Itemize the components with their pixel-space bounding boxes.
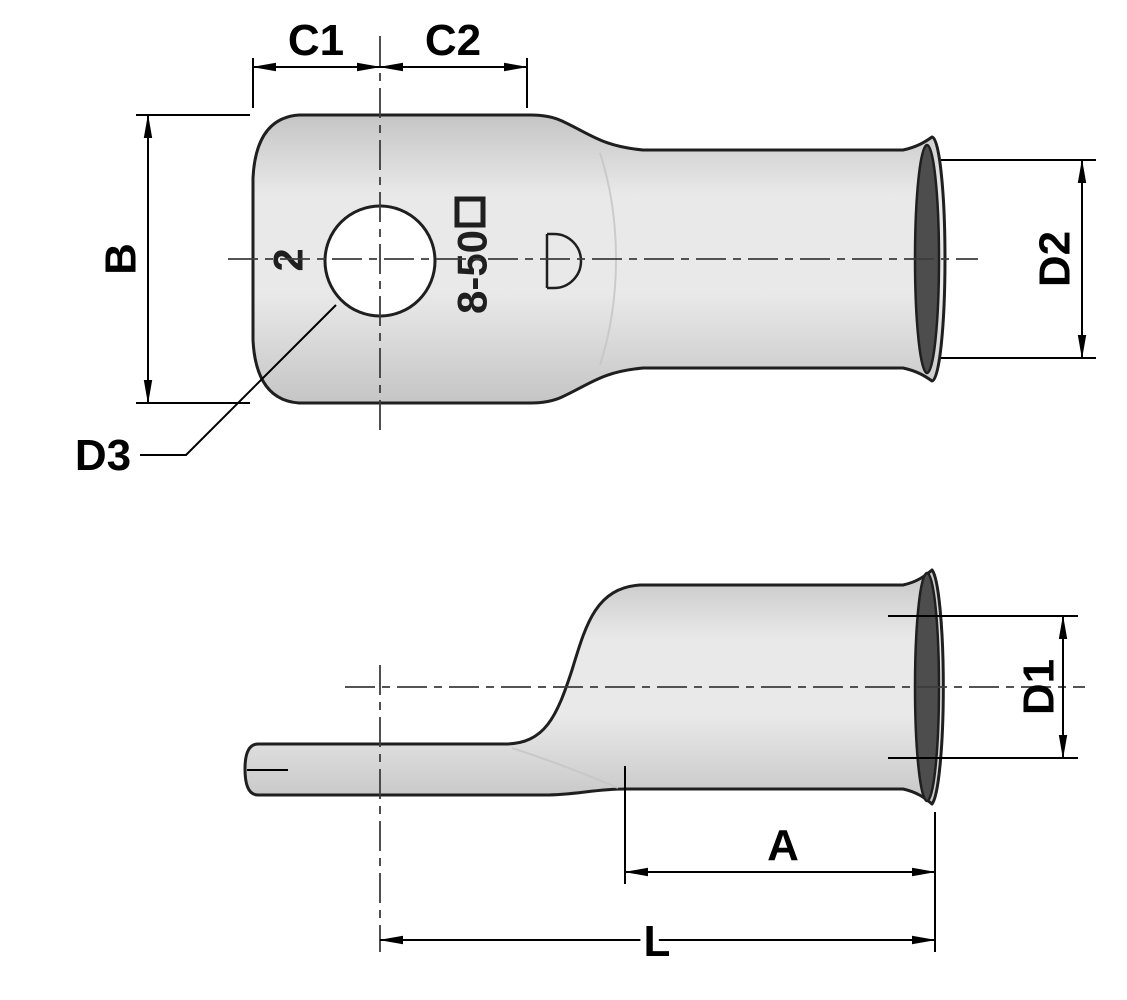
dim-label-c2: C2 bbox=[425, 16, 481, 65]
dim-label-a: A bbox=[767, 821, 799, 870]
inspection-slot bbox=[545, 232, 583, 290]
dim-label-d1: D1 bbox=[1014, 659, 1063, 715]
top-view: 8-50 2 C1 C2 B D2 bbox=[75, 16, 1096, 480]
dimension-a: A bbox=[624, 766, 936, 952]
dimension-c2: C2 bbox=[379, 16, 528, 72]
dim-label-d2: D2 bbox=[1030, 231, 1079, 287]
dimension-l: L bbox=[379, 911, 936, 972]
dimension-c1: C1 bbox=[252, 16, 528, 108]
transition-crease-line bbox=[511, 747, 619, 789]
dim-label-d3: D3 bbox=[75, 431, 131, 480]
dimension-d1: D1 bbox=[888, 615, 1078, 759]
square-symbol-icon bbox=[454, 196, 486, 228]
dimension-d3: D3 bbox=[75, 304, 337, 480]
dimension-b: B bbox=[96, 114, 250, 404]
side-view: D1 A L bbox=[243, 568, 1085, 972]
dim-label-c1: C1 bbox=[288, 16, 344, 65]
marking-number-text: 2 bbox=[265, 248, 312, 271]
dim-label-l: L bbox=[644, 917, 671, 966]
dim-label-b: B bbox=[96, 243, 145, 275]
leader-line-d3 bbox=[140, 304, 337, 456]
dimension-d2: D2 bbox=[941, 159, 1096, 359]
marking-size-text: 8-50 bbox=[449, 230, 496, 314]
